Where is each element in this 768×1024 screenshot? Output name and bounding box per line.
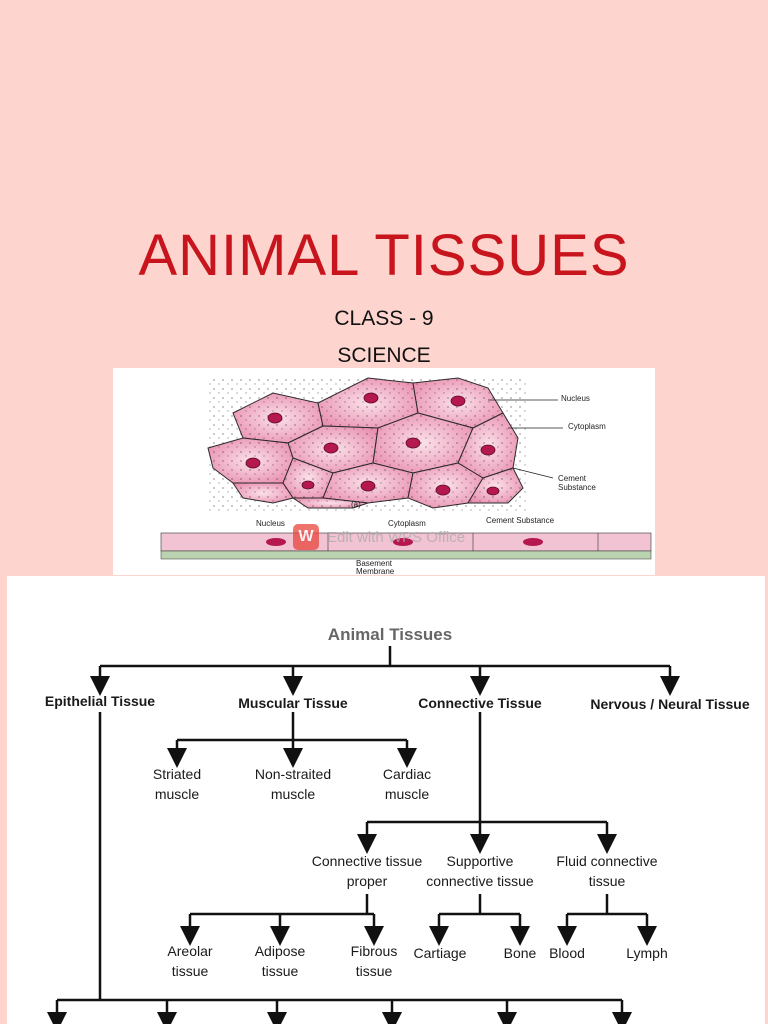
nucleus [523,538,543,546]
label-cement-substance: Cement Substance [558,474,596,492]
nucleus [363,392,379,404]
nucleus [405,437,421,449]
node-blood: Blood [549,945,585,961]
node-connective-tissue-proper: Connective tissue proper [311,853,423,889]
node-connective-tissue: Connective Tissue [418,695,542,711]
epithelial-cell-figure: Nucleus Cytoplasm Cement Substance (a) N… [113,368,655,575]
nucleus [450,395,466,407]
subject-label: SCIENCE [337,344,431,367]
node-bone: Bone [503,945,537,961]
label-nucleus: Nucleus [561,394,590,403]
node-epithelial-tissue: Epithelial Tissue [44,693,156,709]
nucleus [393,538,413,546]
node-muscular-tissue: Muscular Tissue [238,695,348,711]
label-cytoplasm: Cytoplasm [568,422,606,431]
label-cement-substance-b: Cement Substance [486,516,555,525]
wps-watermark: W Edit with WPS Office [293,524,465,550]
node-areolar-tissue: Areolar tissue [167,943,213,979]
label-panel-a: (a) [351,500,361,509]
flowchart-connectors [47,646,680,1024]
nucleus [245,457,261,469]
nucleus [267,412,283,424]
nucleus [266,538,286,546]
cell-diagram [160,377,652,560]
nucleus [323,442,339,454]
node-fluid-connective-tissue: Fluid connective tissue [556,853,658,889]
nucleus [435,484,451,496]
nucleus [301,480,315,490]
class-label: CLASS - 9 [334,307,434,330]
label-basement-membrane: Basement Membrane [356,559,395,576]
wps-logo-icon: W [293,524,319,550]
label-nucleus-b: Nucleus [256,519,285,528]
label-cytoplasm-b: Cytoplasm [388,519,426,528]
simple-squamous-strip [160,532,652,560]
node-striated-muscle: Striated muscle [152,766,202,802]
nucleus [360,480,376,492]
wps-watermark-text: Edit with WPS Office [327,528,466,546]
node-animal-tissues: Animal Tissues [327,625,453,644]
nucleus [480,444,496,456]
nucleus [486,486,500,496]
node-fibrous-tissue: Fibrous tissue [350,943,398,979]
node-non-straited-muscle: Non-straited muscle [254,766,332,802]
page-title: ANIMAL TISSUES [138,223,630,288]
node-lymph: Lymph [626,945,668,961]
node-cartilage: Cartiage [413,945,467,961]
node-supportive-connective-tissue: Supportive connective tissue [426,853,534,889]
node-cardiac-muscle: Cardiac muscle [382,766,432,802]
node-nervous-tissue: Nervous / Neural Tissue [590,696,750,712]
leader-line [512,467,554,479]
node-adipose-tissue: Adipose tissue [254,943,306,979]
tissue-flowchart: Animal Tissues Epithelial Tissue Muscula… [7,576,765,1024]
